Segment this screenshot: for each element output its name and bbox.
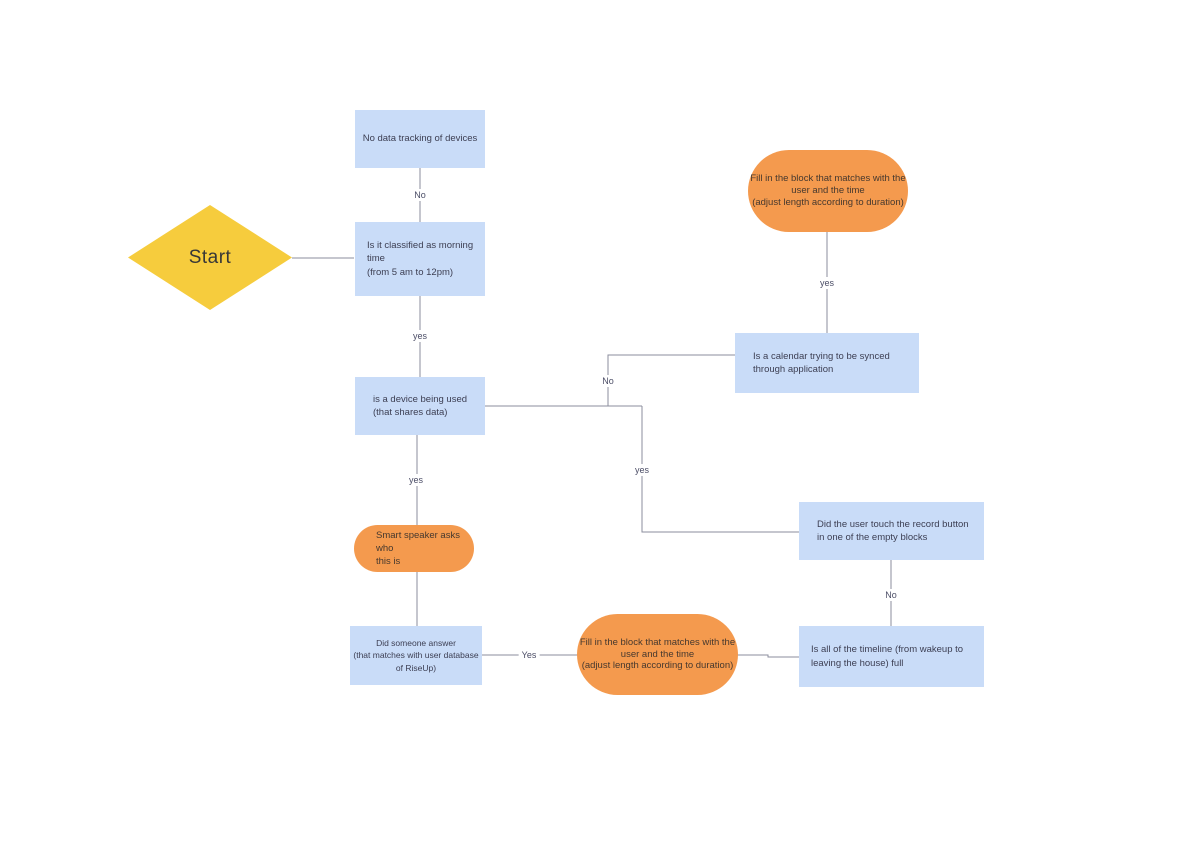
edge-label-device-yes[interactable]: yes [405,474,427,486]
node-morning-time-decision[interactable]: Is it classified as morning time (from 5… [355,222,485,296]
node-text: Is it classified as morning time (from 5… [367,240,474,278]
edge-branch-no-to-calendar[interactable] [607,354,735,406]
node-start-diamond[interactable]: Start [128,205,292,310]
diamond-shape [128,205,292,310]
node-text: Did the user touch the record button in … [817,518,969,543]
node-text: Fill in the block that matches with the … [579,636,736,672]
node-fill-block-bottom[interactable]: Fill in the block that matches with the … [577,614,738,695]
node-text: Is a calendar trying to be synced throug… [753,350,890,375]
node-text: Smart speaker asks who this is [376,529,460,568]
edge-label-answer-yes[interactable]: Yes [518,649,540,661]
node-no-data-tracking[interactable]: No data tracking of devices [355,110,485,168]
edge-label-branch-no[interactable]: No [599,375,617,387]
node-device-being-used-decision[interactable]: is a device being used (that shares data… [355,377,485,435]
edge-label-fill-top-yes[interactable]: yes [816,277,838,289]
node-text: No data tracking of devices [362,133,478,145]
edge-label-record-no[interactable]: No [882,589,900,601]
node-fill-block-top[interactable]: Fill in the block that matches with the … [748,150,908,232]
node-text: is a device being used (that shares data… [373,393,468,418]
node-timeline-full-decision[interactable]: Is all of the timeline (from wakeup to l… [799,626,984,687]
edge-branch-yes-to-record[interactable] [641,406,799,533]
node-did-someone-answer-decision[interactable]: Did someone answer (that matches with us… [350,626,482,685]
node-text: Is all of the timeline (from wakeup to l… [811,644,964,669]
node-text: Fill in the block that matches with the … [750,173,906,208]
node-record-button-decision[interactable]: Did the user touch the record button in … [799,502,984,560]
node-smart-speaker-asks[interactable]: Smart speaker asks who this is [354,525,474,572]
edge-label-morning-yes[interactable]: yes [409,330,431,342]
edge-label-morning-no[interactable]: No [411,189,429,201]
node-text: Start [188,246,232,268]
node-calendar-sync-decision[interactable]: Is a calendar trying to be synced throug… [735,333,919,393]
node-text: Did someone answer (that matches with us… [353,638,479,673]
edge-label-branch-yes[interactable]: yes [631,464,653,476]
